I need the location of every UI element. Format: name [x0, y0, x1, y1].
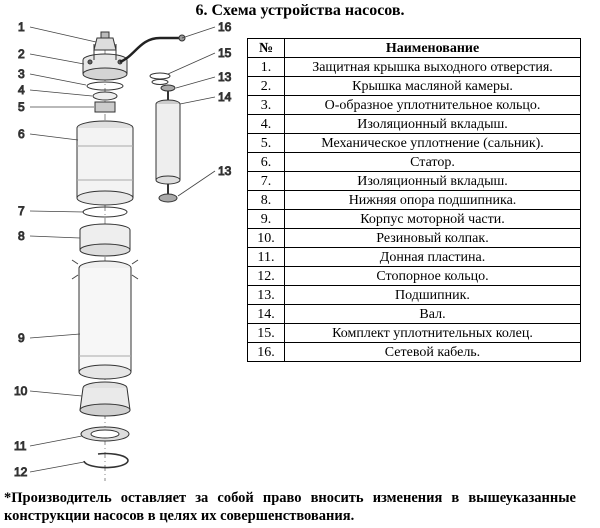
row-name: Подшипник. — [284, 285, 581, 305]
callout-11: 11 — [14, 439, 27, 453]
callout-1: 1 — [18, 20, 25, 34]
part-stator — [76, 120, 134, 206]
row-number: 2. — [247, 76, 285, 96]
table-row: 3.О-образное уплотнительное кольцо. — [247, 95, 581, 115]
part-oil-chamber-cover — [82, 44, 128, 81]
row-number: 8. — [247, 190, 285, 210]
callout-2: 2 — [18, 47, 25, 61]
callout-15: 15 — [218, 46, 232, 60]
row-number: 13. — [247, 285, 285, 305]
row-number: 7. — [247, 171, 285, 191]
callout-5: 5 — [18, 100, 25, 114]
row-name: Донная пластина. — [284, 247, 581, 267]
row-number: 4. — [247, 114, 285, 134]
row-name: Нижняя опора подшипника. — [284, 190, 581, 210]
row-number: 6. — [247, 152, 285, 172]
part-protective-cap — [93, 31, 117, 51]
part-insulating-insert-top — [92, 91, 118, 101]
callout-13-lower: 13 — [218, 164, 232, 178]
row-name: Сетевой кабель. — [284, 342, 581, 362]
column-header-name: Наименование — [284, 38, 581, 58]
row-number: 3. — [247, 95, 285, 115]
callout-4: 4 — [18, 83, 25, 97]
part-o-ring-kit — [149, 72, 171, 85]
callout-9: 9 — [18, 331, 25, 345]
table-row: 12.Стопорное кольцо. — [247, 266, 581, 286]
part-shaft — [155, 90, 181, 194]
callout-10: 10 — [14, 384, 28, 398]
page-title: 6. Схема устройства насосов. — [195, 2, 405, 19]
table-row: 7.Изоляционный вкладыш. — [247, 171, 581, 191]
part-bearing-lower — [158, 193, 178, 203]
table-row: 2.Крышка масляной камеры. — [247, 76, 581, 96]
pump-exploded-diagram: 1 2 3 4 5 6 7 8 9 10 11 12 13 13 14 15 1… — [0, 16, 245, 486]
part-bearing-upper — [160, 84, 176, 92]
row-number: 9. — [247, 209, 285, 229]
callout-14: 14 — [218, 90, 232, 104]
part-lower-bearing-support — [79, 223, 131, 257]
callout-16: 16 — [218, 20, 232, 34]
row-number: 11. — [247, 247, 285, 267]
part-bottom-plate — [80, 426, 130, 442]
table-row: 14.Вал. — [247, 304, 581, 324]
callout-8: 8 — [18, 229, 25, 243]
table-row: 9.Корпус моторной части. — [247, 209, 581, 229]
callout-3: 3 — [18, 67, 25, 81]
table-row: 4.Изоляционный вкладыш. — [247, 114, 581, 134]
callout-6: 6 — [18, 127, 25, 141]
row-number: 10. — [247, 228, 285, 248]
row-name: Статор. — [284, 152, 581, 172]
row-number: 14. — [247, 304, 285, 324]
part-mechanical-seal — [94, 101, 116, 113]
row-name: Защитная крышка выходного отверстия. — [284, 57, 581, 77]
part-retaining-ring — [83, 452, 129, 469]
part-power-cable — [119, 36, 180, 64]
row-number: 5. — [247, 133, 285, 153]
row-number: 16. — [247, 342, 285, 362]
row-name: Изоляционный вкладыш. — [284, 114, 581, 134]
table-row: 1.Защитная крышка выходного отверстия. — [247, 57, 581, 77]
row-number: 15. — [247, 323, 285, 343]
table-row: 8.Нижняя опора подшипника. — [247, 190, 581, 210]
table-row: 10.Резиновый колпак. — [247, 228, 581, 248]
row-number: 12. — [247, 266, 285, 286]
table-row: 11.Донная пластина. — [247, 247, 581, 267]
row-name: Корпус моторной части. — [284, 209, 581, 229]
column-header-number: № — [247, 38, 285, 58]
row-name: Изоляционный вкладыш. — [284, 171, 581, 191]
row-name: Вал. — [284, 304, 581, 324]
row-name: Резиновый колпак. — [284, 228, 581, 248]
part-rubber-cap — [79, 381, 131, 417]
row-name: Стопорное кольцо. — [284, 266, 581, 286]
callout-7: 7 — [18, 204, 25, 218]
row-name: Крышка масляной камеры. — [284, 76, 581, 96]
row-name: Механическое уплотнение (сальник). — [284, 133, 581, 153]
table-row: 16.Сетевой кабель. — [247, 342, 581, 362]
row-number: 1. — [247, 57, 285, 77]
row-name: Комплект уплотнительных колец. — [284, 323, 581, 343]
callout-13-upper: 13 — [218, 70, 232, 84]
row-name: О-образное уплотнительное кольцо. — [284, 95, 581, 115]
part-o-ring — [86, 81, 124, 91]
part-motor-housing — [71, 259, 139, 380]
footnote: *Производитель оставляет за собой право … — [4, 490, 576, 524]
table-header-row: № Наименование — [247, 38, 581, 58]
table-row: 6.Статор. — [247, 152, 581, 172]
table-row: 15.Комплект уплотнительных колец. — [247, 323, 581, 343]
table-row: 13.Подшипник. — [247, 285, 581, 305]
parts-table: № Наименование 1.Защитная крышка выходно… — [247, 38, 581, 362]
callout-12: 12 — [14, 465, 28, 479]
table-row: 5.Механическое уплотнение (сальник). — [247, 133, 581, 153]
